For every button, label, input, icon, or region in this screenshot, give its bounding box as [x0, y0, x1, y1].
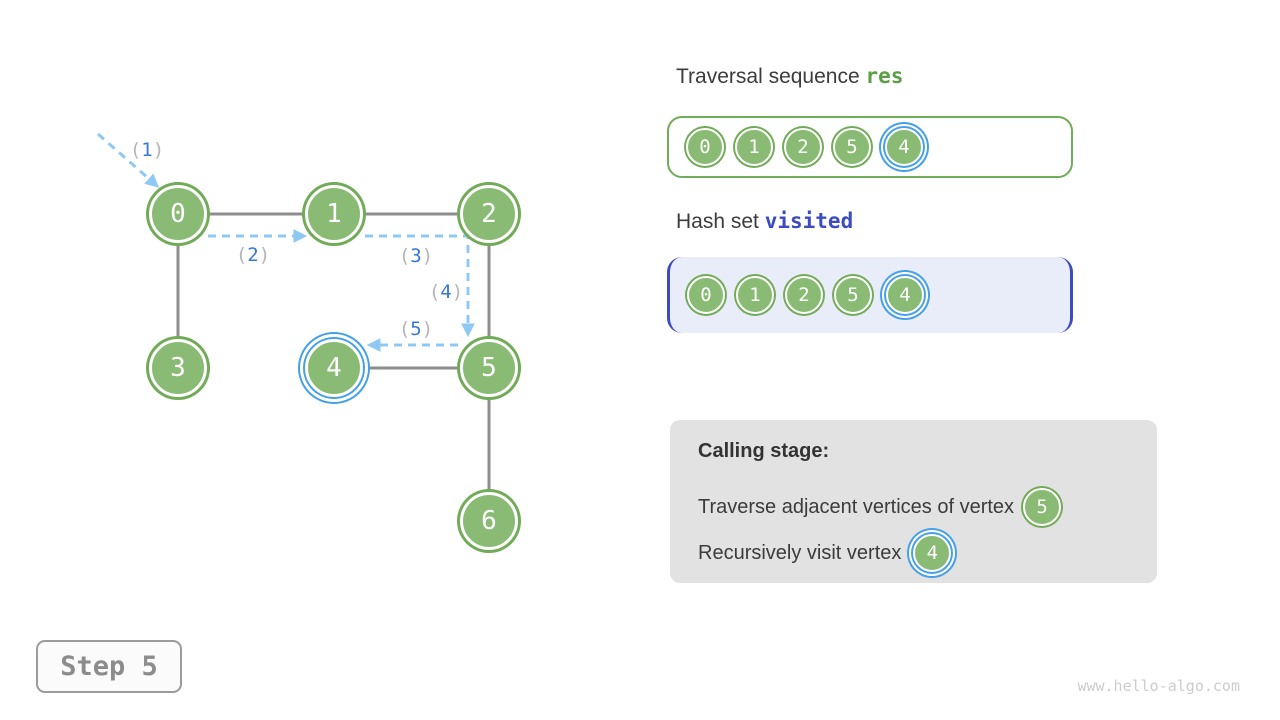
visited-chip-5: 5 [834, 276, 872, 314]
calling-stage-line-text: Recursively visit vertex [698, 541, 902, 564]
hash-set-title: Hash set visited [676, 209, 853, 234]
traversal-chip-2: 2 [784, 128, 822, 166]
graph-edges [176, 212, 491, 521]
visited-chip-2: 2 [785, 276, 823, 314]
res-code-label: res [865, 64, 904, 88]
calling-stage-title: Calling stage: [698, 440, 830, 462]
watermark: www.hello-algo.com [1077, 677, 1240, 695]
visited-chip-0: 0 [687, 276, 725, 314]
visited-code-label: visited [764, 209, 854, 233]
calling-stage-box: Calling stage: Traverse adjacent vertice… [670, 420, 1157, 583]
calling-stage-line-text: Traverse adjacent vertices of vertex [698, 495, 1015, 518]
traversal-chip-5: 5 [833, 128, 871, 166]
visited-chip-4: 4 [886, 276, 924, 314]
traversal-sequence-title-text: Traversal sequence [676, 65, 866, 88]
traversal-arrow [365, 234, 475, 338]
step-badge-label: Step 5 [60, 651, 158, 682]
traversal-arrow [97, 132, 160, 188]
step-badge: Step 5 [36, 640, 182, 693]
hash-set-title-text: Hash set [676, 210, 765, 233]
calling-stage-line-1: Traverse adjacent vertices of vertex 5 [698, 484, 1133, 530]
traversal-chip-0: 0 [686, 128, 724, 166]
traversal-chip-4: 4 [885, 128, 923, 166]
calling-chip-4: 4 [913, 534, 952, 572]
traversal-chip-1: 1 [735, 128, 773, 166]
visited-chip-1: 1 [736, 276, 774, 314]
traversal-arrows [97, 132, 475, 352]
traversal-sequence-title: Traversal sequence res [676, 64, 903, 89]
calling-stage-line-2: Recursively visit vertex 4 [698, 530, 1133, 576]
calling-chip-5: 5 [1023, 488, 1062, 526]
